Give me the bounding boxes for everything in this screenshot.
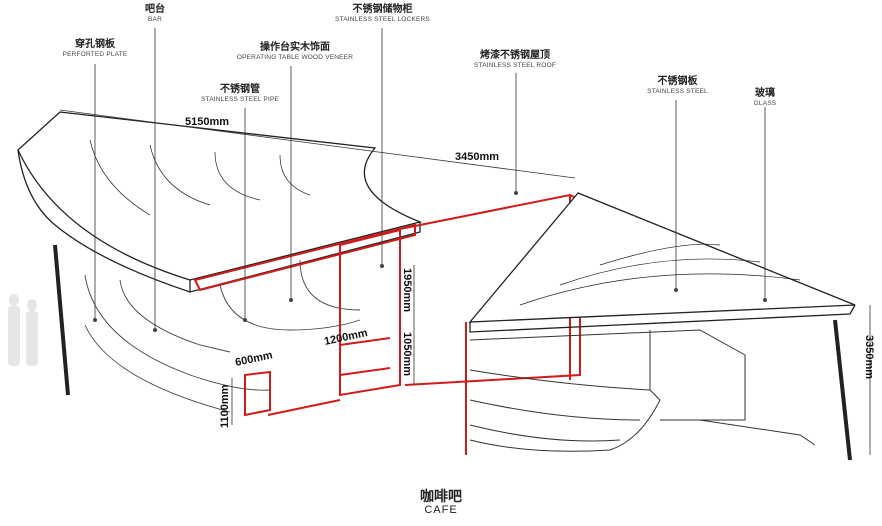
label-wood-cn: 操作台实木饰面 xyxy=(260,42,330,53)
label-perforated-en: PERFORTED PLATE xyxy=(62,50,128,58)
leader-dots xyxy=(93,191,767,332)
left-poles xyxy=(53,244,70,396)
label-wood-en: OPERATING TABLE WOOD VENEER xyxy=(236,53,354,61)
label-bar-en: BAR xyxy=(148,15,162,23)
red-frame xyxy=(193,193,581,455)
label-roof-cn: 烤漆不锈钢屋顶 xyxy=(480,50,550,61)
label-glass-en: GLASS xyxy=(753,99,777,107)
label-glass-cn: 玻璃 xyxy=(755,88,775,99)
dim-3350: 3350mm xyxy=(863,335,875,379)
right-canopy xyxy=(468,192,856,333)
leader-lines xyxy=(59,28,871,455)
title-cn: 咖啡吧 xyxy=(420,488,462,504)
right-poles xyxy=(833,319,852,461)
title-en: CAFE xyxy=(424,504,458,517)
dim-5150: 5150mm xyxy=(185,116,229,128)
right-counter xyxy=(469,329,816,452)
label-steel-cn: 不锈钢板 xyxy=(657,76,698,87)
label-lockers-cn: 不锈钢储物柜 xyxy=(352,4,413,15)
dim-1100: 1100mm xyxy=(219,384,231,428)
roof-dashed-line xyxy=(577,192,856,306)
label-bar-cn: 吧台 xyxy=(145,4,165,15)
label-perforated-cn: 穿孔钢板 xyxy=(75,39,115,50)
human-silhouettes xyxy=(8,294,38,366)
dim-1950: 1950mm xyxy=(401,268,413,312)
label-roof-en: STAINLESS STEEL ROOF xyxy=(473,61,557,69)
left-canopy xyxy=(17,111,423,293)
label-steel-en: STAINLESS STEEL xyxy=(647,87,708,95)
dim-3450: 3450mm xyxy=(455,151,499,163)
dim-1050: 1050mm xyxy=(401,332,413,376)
label-pipe-cn: 不锈钢管 xyxy=(220,84,260,95)
dim-600: 600mm xyxy=(234,349,274,369)
label-pipe-en: STAINLESS STEEL PIPE xyxy=(200,95,280,103)
label-lockers-en: STAINLESS STEEL LOCKERS xyxy=(335,15,430,23)
